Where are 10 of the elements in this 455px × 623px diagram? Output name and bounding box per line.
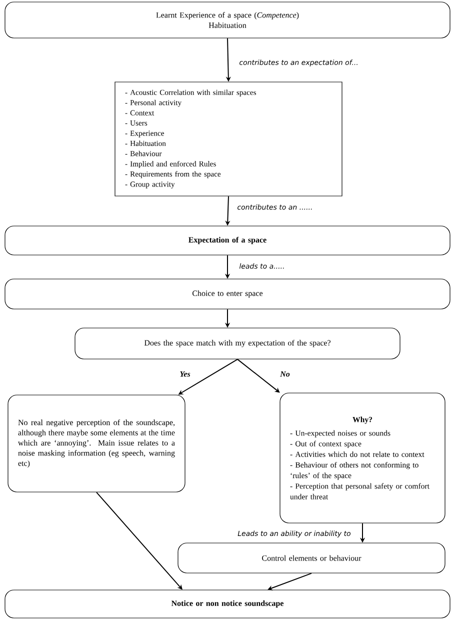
process-box: Notice or non notice soundscape xyxy=(4,590,450,618)
outcome-box: No real negative perception of the soundscape, although there maybe some elements at the time which are ‘annoying’. Main issue relates to a noise masking information (eg speech, warning etc) xyxy=(8,394,186,492)
process-box: Expectation of a space xyxy=(4,226,450,256)
edge-label: No xyxy=(279,370,291,378)
arrow xyxy=(237,358,280,393)
edge-label: Yes xyxy=(178,370,192,378)
process-box: Learnt Experience of a space (Competence) Habituation xyxy=(4,2,450,38)
process-box: Control elements or behaviour xyxy=(178,542,446,574)
process-box: Choice to enter space xyxy=(4,278,450,310)
decision-box: Does the space match with my expectation of the space? xyxy=(74,328,400,360)
